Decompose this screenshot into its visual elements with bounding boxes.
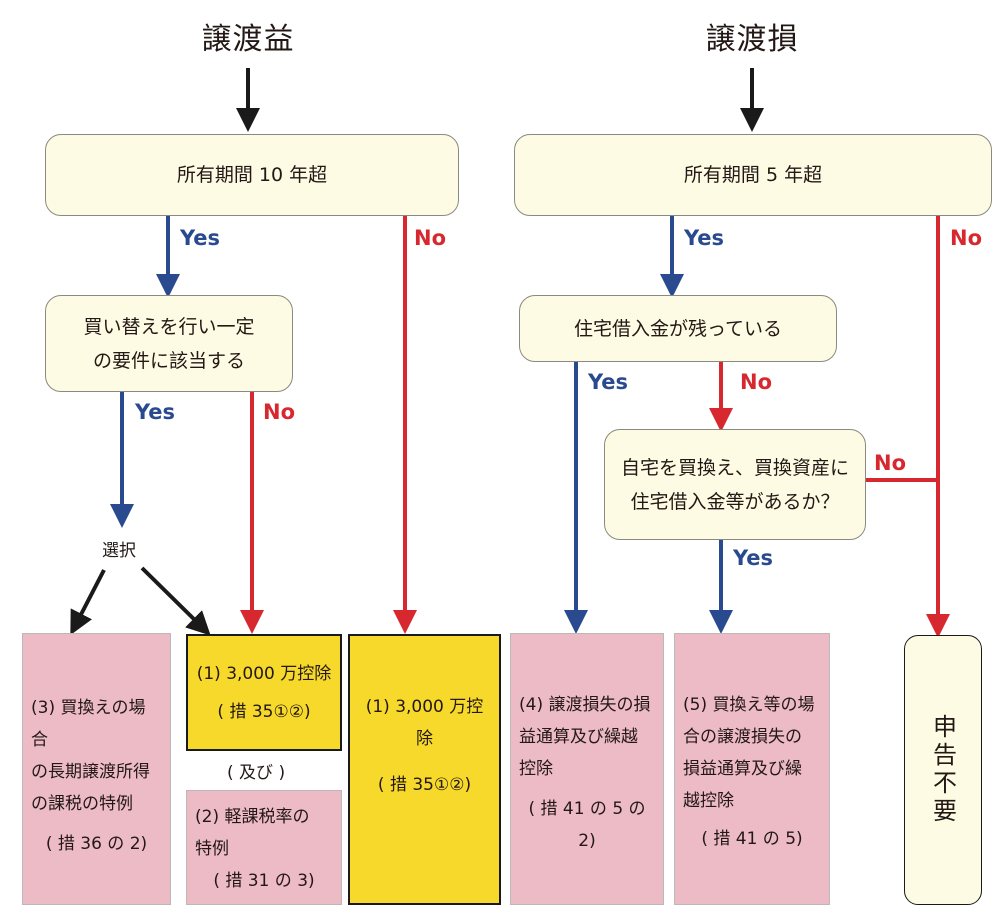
- label-home-yes: Yes: [733, 546, 774, 570]
- result-1-30m-deduction-right: (1) 3,000 万控除 ( 措 35①②): [348, 634, 501, 905]
- result-3-line-3: の課税の特例: [31, 794, 133, 814]
- result-3-line-1: (3) 買換えの場合: [31, 698, 146, 750]
- label-and: ( 及び ): [227, 763, 286, 783]
- result-5-reference: ( 措 41 の 5): [701, 829, 803, 849]
- decision-replacement-line-1: 買い替えを行い一定: [83, 315, 255, 338]
- result-1a-text: (1) 3,000 万控除 ( 措 35①②): [188, 658, 340, 728]
- result-4-text: (4) 譲渡損失の損 益通算及び繰越 控除 ( 措 41 の 5 の 2): [511, 689, 663, 857]
- label-period5-no: No: [950, 226, 983, 250]
- result-1b-reference: ( 措 35①②): [377, 775, 472, 795]
- result-2-reference: ( 措 31 の 3): [213, 871, 315, 891]
- result-1-30m-deduction-left: (1) 3,000 万控除 ( 措 35①②): [186, 634, 342, 751]
- result-2-line-1: (2) 軽課税率の: [195, 807, 310, 827]
- decision-home-replacement-text: 自宅を買換え、買換資産に 住宅借入金等があるか？: [621, 451, 849, 519]
- result-4-line-1: (4) 譲渡損失の損: [519, 695, 651, 715]
- decision-housing-loan: 住宅借入金が残っている: [519, 295, 837, 362]
- label-period5-yes: Yes: [684, 226, 725, 250]
- result-4-loss-offset-carryforward: (4) 譲渡損失の損 益通算及び繰越 控除 ( 措 41 の 5 の 2): [510, 633, 664, 905]
- result-3-text: (3) 買換えの場合 の長期譲渡所得 の課税の特例 ( 措 36 の 2): [23, 692, 170, 860]
- result-5-line-4: 越控除: [683, 791, 734, 811]
- result-2-text: (2) 軽課税率の 特例 ( 措 31 の 3): [187, 801, 341, 897]
- label-select: 選択: [102, 541, 136, 561]
- result-4-line-2: 益通算及び繰越: [519, 727, 638, 747]
- result-3-replacement-long-term: (3) 買換えの場合 の長期譲渡所得 の課税の特例 ( 措 36 の 2): [22, 633, 171, 905]
- result-5-line-3: 損益通算及び繰: [683, 759, 802, 779]
- result-no-filing-required: 申告不要: [904, 635, 982, 905]
- result-1b-line-1: (1) 3,000 万控除: [365, 697, 484, 749]
- label-replace-yes: Yes: [135, 400, 176, 424]
- result-4-reference: ( 措 41 の 5 の 2): [528, 799, 646, 851]
- result-3-reference: ( 措 36 の 2): [45, 834, 148, 854]
- label-loan-no: No: [740, 370, 773, 394]
- label-loan-yes: Yes: [588, 370, 629, 394]
- label-replace-no: No: [263, 400, 296, 424]
- title-loss: 譲渡損: [705, 22, 799, 57]
- result-1b-text: (1) 3,000 万控除 ( 措 35①②): [350, 691, 499, 801]
- result-5-line-2: 合の譲渡損失の: [683, 727, 802, 747]
- label-period10-no: No: [414, 226, 447, 250]
- edge-select-to-r1a: [140, 566, 211, 636]
- decision-housing-loan-text: 住宅借入金が残っている: [573, 317, 783, 340]
- result-1a-line-1: (1) 3,000 万控除: [196, 664, 332, 684]
- result-2-reduced-tax-rate: (2) 軽課税率の 特例 ( 措 31 の 3): [186, 790, 342, 905]
- result-2-line-2: 特例: [195, 839, 229, 859]
- decision-period-5-years: 所有期間 5 年超: [514, 134, 992, 216]
- decision-replacement-text: 買い替えを行い一定 の要件に該当する: [83, 310, 254, 378]
- result-5-line-1: (5) 買換え等の場: [683, 695, 815, 715]
- decision-period-10-years-text: 所有期間 10 年超: [176, 164, 328, 186]
- title-gain: 譲渡益: [201, 22, 295, 57]
- label-period10-yes: Yes: [180, 226, 221, 250]
- label-home-no: No: [874, 451, 907, 475]
- result-3-line-2: の長期譲渡所得: [31, 762, 150, 782]
- decision-period-5-years-text: 所有期間 5 年超: [683, 164, 823, 186]
- decision-home-replacement: 自宅を買換え、買換資産に 住宅借入金等があるか？: [604, 429, 866, 540]
- result-1a-reference: ( 措 35①②): [217, 702, 311, 722]
- result-5-text: (5) 買換え等の場 合の譲渡損失の 損益通算及び繰 越控除 ( 措 41 の …: [675, 689, 829, 855]
- no-filing-text: 申告不要: [928, 714, 957, 826]
- decision-replacement-line-2: の要件に該当する: [92, 349, 245, 372]
- result-5-replacement-loss-offset: (5) 買換え等の場 合の譲渡損失の 損益通算及び繰 越控除 ( 措 41 の …: [674, 633, 830, 905]
- decision-home-line-1: 自宅を買換え、買換資産に: [620, 456, 849, 479]
- result-4-line-3: 控除: [519, 759, 553, 779]
- decision-home-line-2: 住宅借入金等があるか？: [630, 490, 840, 513]
- decision-period-10-years: 所有期間 10 年超: [45, 134, 459, 216]
- edge-select-to-r3: [70, 569, 106, 636]
- decision-replacement-requirements: 買い替えを行い一定 の要件に該当する: [45, 295, 293, 392]
